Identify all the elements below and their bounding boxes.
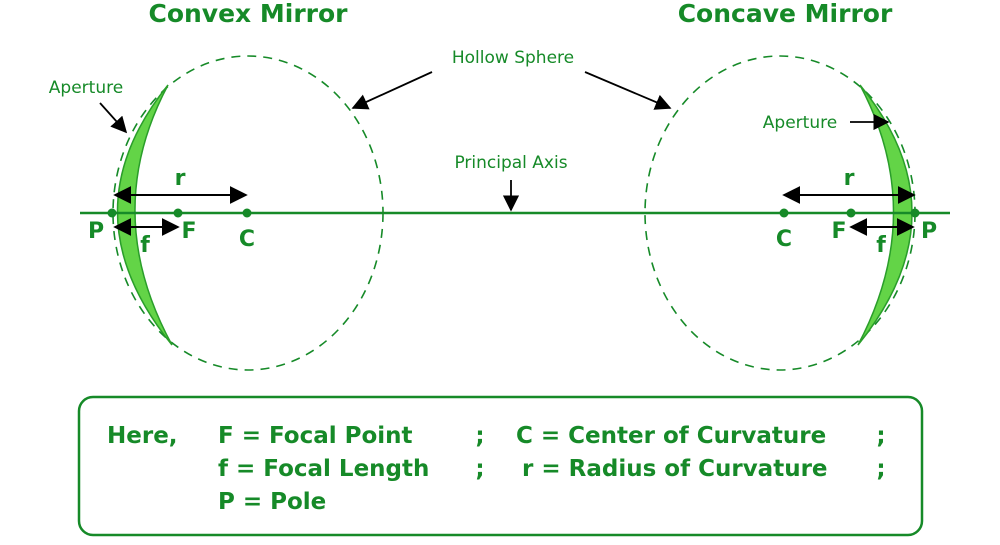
concave-mirror-shape <box>857 84 913 346</box>
concave-center-dot <box>779 208 789 218</box>
concave-radius-label: r <box>844 166 855 191</box>
hollow-sphere-arrow-left <box>351 71 433 110</box>
convex-mirror-shape <box>116 84 173 346</box>
legend-pole: P = Pole <box>218 489 326 515</box>
legend-separator: ; <box>475 423 484 449</box>
convex-pole-dot <box>107 208 117 218</box>
convex-center-label: C <box>239 227 255 252</box>
concave-mirror-title: Concave Mirror <box>678 0 893 28</box>
convex-focus-dot <box>173 208 183 218</box>
convex-mirror-title: Convex Mirror <box>148 0 348 28</box>
concave-pole-label: P <box>921 219 937 244</box>
principal-axis-label: Principal Axis <box>454 153 567 173</box>
concave-focal-label: f <box>876 233 886 258</box>
concave-focus-dot <box>846 208 856 218</box>
convex-pole-label: P <box>88 219 104 244</box>
legend-intro: Here, <box>107 423 178 449</box>
convex-center-dot <box>242 208 252 218</box>
concave-aperture-label: Aperture <box>763 113 837 133</box>
hollow-sphere-label: Hollow Sphere <box>452 48 574 68</box>
convex-aperture-arrow <box>99 102 128 134</box>
concave-center-label: C <box>776 227 792 252</box>
convex-aperture-label: Aperture <box>49 78 123 98</box>
legend-focal-length: f = Focal Length <box>218 456 429 482</box>
convex-radius-label: r <box>175 166 186 191</box>
legend-box <box>77 395 924 537</box>
convex-focus-label: F <box>181 219 196 244</box>
concave-focus-label: F <box>831 219 846 244</box>
hollow-sphere-arrow-right <box>584 71 672 110</box>
concave-pole-dot <box>910 208 920 218</box>
legend-focal-point: F = Focal Point <box>218 423 413 449</box>
legend-center-of-curvature: C = Center of Curvature <box>516 423 826 449</box>
legend-radius-of-curvature: r = Radius of Curvature <box>522 456 828 482</box>
legend-separator: ; <box>475 456 484 482</box>
legend-separator: ; <box>876 456 885 482</box>
convex-focal-label: f <box>140 233 150 258</box>
legend-separator: ; <box>876 423 885 449</box>
